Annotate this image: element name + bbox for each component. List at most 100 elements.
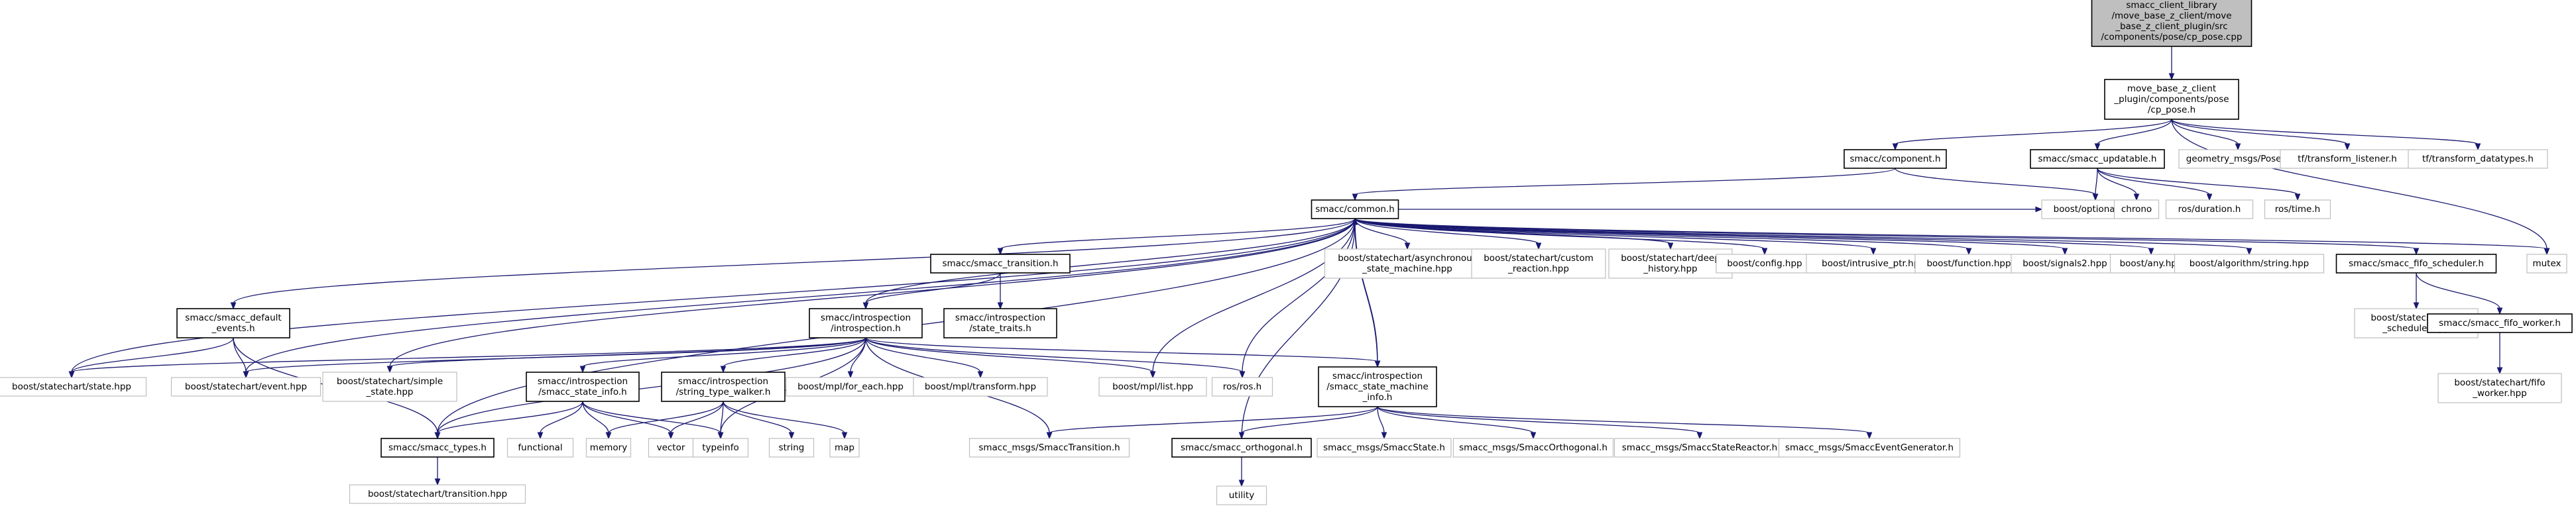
node-label-line: smacc/introspection [821, 313, 911, 323]
node-label-line: smacc/introspection [538, 376, 628, 387]
node-label-line: geometry_msgs/Pose.h [2186, 154, 2290, 164]
node-ros-duration: ros/duration.h [2165, 199, 2254, 219]
node-mpl-list: boost/mpl/list.hpp [1098, 377, 1207, 397]
node-component-h[interactable]: smacc/component.h [1844, 149, 1947, 169]
edge-sm_info-to-msg_transition [1046, 406, 1378, 440]
node-label-line: tf/transform_listener.h [2298, 154, 2397, 164]
node-string-walker[interactable]: smacc/introspection/string_type_walker.h [661, 372, 786, 402]
node-orthogonal-h[interactable]: smacc/smacc_orthogonal.h [1171, 438, 1312, 458]
node-fifo-worker-h[interactable]: smacc/smacc_fifo_worker.h [2427, 313, 2573, 333]
edge-state_info-to-typeinfo [582, 401, 724, 440]
node-root: smacc_client_library/move_base_z_client/… [2091, 0, 2253, 47]
node-boost-signals2: boost/signals2.hpp [2011, 254, 2119, 274]
edge-sm_info-to-msg_event_generator [1377, 406, 1873, 440]
edge-component_h-to-boost_optional [1895, 168, 2099, 201]
node-label-line: boost/statechart/deep [1621, 253, 1720, 264]
edge-introspection_h-to-mpl_list [865, 337, 1156, 379]
edge-updatable_h-to-ros_duration [2097, 168, 2213, 201]
edge-sm_info-to-msg_state [1377, 406, 1387, 440]
edge-string_walker-to-typeinfo [717, 401, 724, 440]
node-label-line: smacc_msgs/SmaccState.h [1323, 442, 1445, 453]
edges-layer [68, 46, 2550, 487]
node-label-line: smacc/component.h [1849, 154, 1940, 164]
node-boost-function: boost/function.hpp [1914, 254, 2023, 274]
node-smacc-transition[interactable]: smacc/smacc_transition.h [930, 254, 1071, 274]
edge-cp_pose_h-to-updatable_h [2094, 119, 2172, 151]
edge-introspection_h-to-mpl_transform [865, 337, 984, 379]
edge-component_h-to-common_h [1352, 168, 1896, 201]
node-introspection-h[interactable]: smacc/introspection/introspection.h [809, 308, 923, 338]
node-label-line: ros/duration.h [2178, 204, 2241, 215]
node-mpl-for-each: boost/mpl/for_each.hpp [786, 377, 915, 397]
node-label-line: /introspection.h [831, 323, 901, 334]
node-label-line: ros/ros.h [1223, 381, 1262, 392]
node-common-h[interactable]: smacc/common.h [1311, 199, 1399, 219]
node-algorithm-string: boost/algorithm/string.hpp [2174, 254, 2325, 274]
edge-updatable_h-to-chrono [2097, 168, 2140, 201]
edge-string_walker-to-map [723, 401, 848, 440]
node-label-line: boost/mpl/for_each.hpp [797, 381, 904, 392]
edge-common_h-to-mutex [1354, 218, 2550, 256]
edge-cp_pose_h-to-component_h [1892, 119, 2172, 151]
edge-common_h-to-boost_config [1354, 218, 1768, 256]
edge-common_h-to-intrusive_ptr [1354, 218, 1877, 256]
node-boost-any: boost/any.hpp [2109, 254, 2193, 274]
edge-sm_info-to-msg_orthogonal [1377, 406, 1537, 440]
node-label-line: boost/statechart/transition.hpp [368, 489, 507, 499]
edge-fifo_scheduler_h-to-fifo_worker_h [2416, 272, 2503, 315]
node-label-line: mutex [2532, 258, 2561, 269]
node-bs-fifo-worker: boost/statechart/fifo_worker.hpp [2437, 373, 2562, 403]
edge-smacc_types-to-transition_hpp [434, 457, 441, 486]
node-label-line: boost/intrusive_ptr.hpp [1822, 258, 1925, 269]
node-deep-history: boost/statechart/deep_history.hpp [1608, 248, 1733, 279]
node-cp-pose-h[interactable]: move_base_z_client_plugin/components/pos… [2104, 79, 2239, 120]
node-label-line: boost/algorithm/string.hpp [2190, 258, 2309, 269]
edge-updatable_h-to-ros_time [2097, 168, 2301, 201]
node-label-line: _info.h [1362, 392, 1393, 403]
node-label-line: boost/mpl/list.hpp [1112, 381, 1193, 392]
node-label-line: boost/statechart/custom [1484, 253, 1594, 264]
node-label-line: smacc/smacc_orthogonal.h [1181, 442, 1303, 453]
node-geometry-pose: geometry_msgs/Pose.h [2178, 149, 2298, 169]
node-label-line: vector [657, 442, 685, 453]
node-memory: memory [585, 438, 632, 458]
node-label-line: ros/time.h [2275, 204, 2320, 215]
edge-smacc_transition-to-introspection_h [862, 272, 1001, 310]
edge-common_h-to-boost_function [1354, 218, 1972, 256]
edge-cp_pose_h-to-tf_listener [2171, 119, 2351, 151]
node-custom-reaction: boost/statechart/custom_reaction.hpp [1471, 248, 1606, 279]
node-state-info[interactable]: smacc/introspection/smacc_state_info.h [526, 372, 640, 402]
node-state-traits[interactable]: smacc/introspection/state_traits.h [943, 308, 1057, 338]
node-label-line: smacc/smacc_default [185, 313, 281, 323]
edge-sm_info-to-orthogonal_h [1238, 406, 1378, 440]
node-label-line: string [779, 442, 805, 453]
edge-common_h-to-algorithm_string [1354, 218, 2253, 256]
node-utility: utility [1216, 485, 1267, 505]
node-label-line: boost/config.hpp [1727, 258, 1802, 269]
node-label-line: /smacc_state_info.h [538, 387, 626, 397]
edge-introspection_h-to-state_info [579, 337, 866, 374]
node-smacc-types[interactable]: smacc/smacc_types.h [381, 438, 495, 458]
node-vector: vector [648, 438, 694, 458]
node-default-events[interactable]: smacc/smacc_default_events.h [176, 308, 290, 338]
node-updatable-h[interactable]: smacc/smacc_updatable.h [2030, 149, 2165, 169]
node-sm-info[interactable]: smacc/introspection/smacc_state_machine_… [1318, 366, 1437, 407]
edge-introspection_h-to-string_walker [720, 337, 866, 374]
node-label-line: smacc/smacc_fifo_worker.h [2439, 318, 2561, 329]
node-label-line: _history.hpp [1643, 264, 1697, 274]
node-chrono: chrono [2113, 199, 2160, 219]
edge-fifo_scheduler_h-to-bs_fifo_scheduler [2413, 273, 2420, 310]
node-label-line: smacc/smacc_fifo_scheduler.h [2349, 258, 2484, 269]
node-label-line: boost/signals2.hpp [2022, 258, 2107, 269]
edge-state_info-to-smacc_types [434, 401, 583, 440]
edge-common_h-to-boost_optional [1398, 206, 2043, 213]
node-transition-hpp: boost/statechart/transition.hpp [349, 484, 526, 504]
node-label-line: _plugin/components/pose [2113, 94, 2229, 105]
node-mutex: mutex [2526, 254, 2567, 274]
node-mpl-transform: boost/mpl/transform.hpp [913, 377, 1048, 397]
node-label-line: smacc_msgs/SmaccStateReactor.h [1622, 442, 1777, 453]
node-tf-datatypes: tf/transform_datatypes.h [2408, 149, 2548, 169]
node-label-line: boost/any.hpp [2120, 258, 2183, 269]
node-fifo-scheduler-h[interactable]: smacc/smacc_fifo_scheduler.h [2335, 254, 2497, 274]
